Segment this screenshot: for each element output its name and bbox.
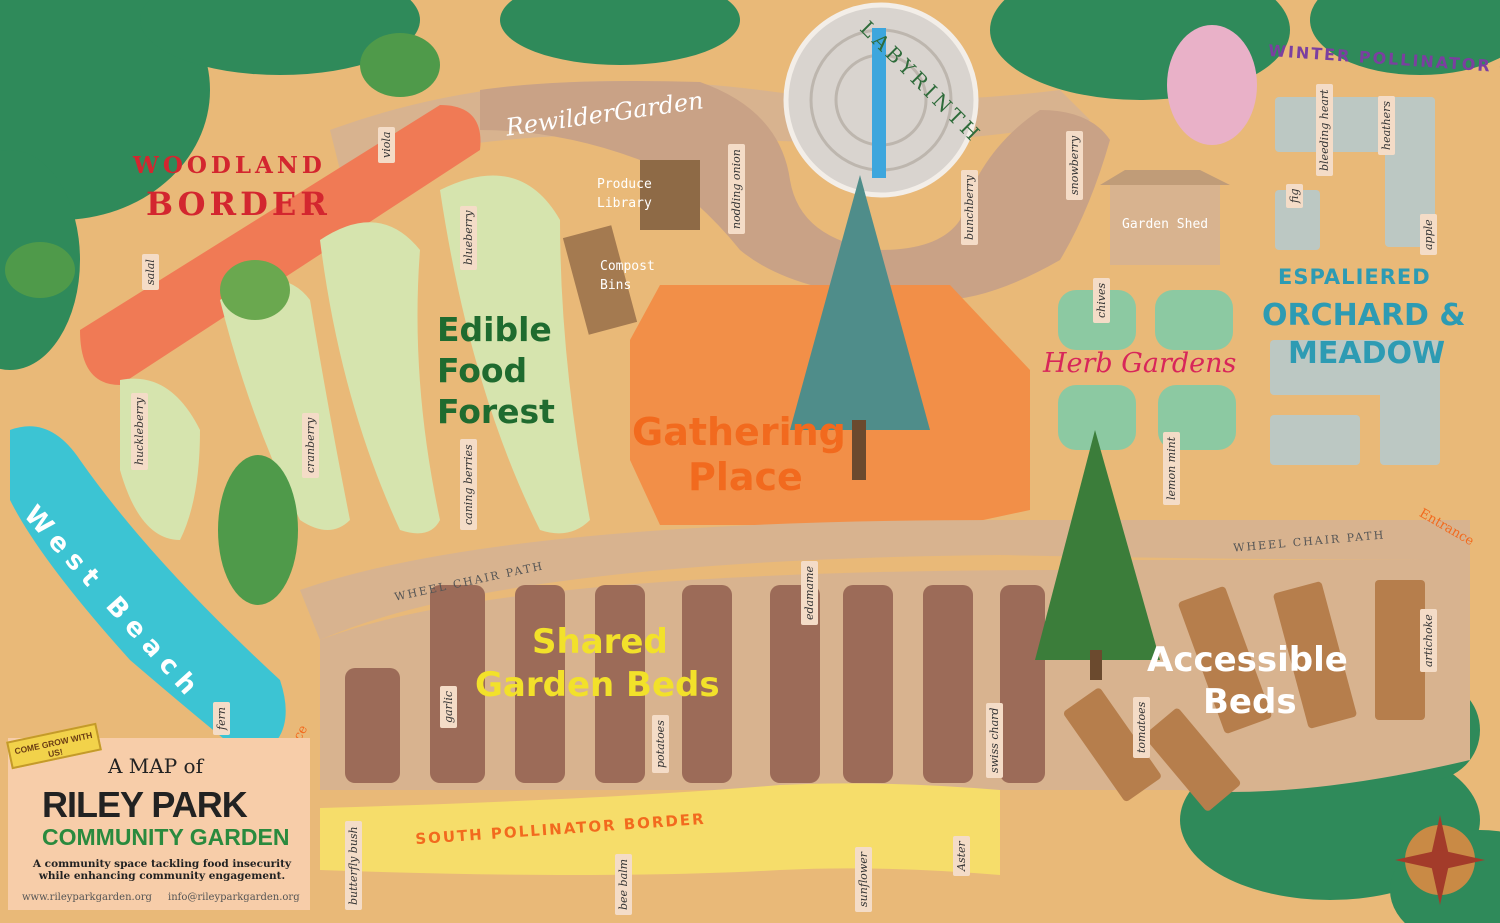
produce-library	[640, 160, 700, 230]
food-forest-label-2: Food	[437, 351, 528, 390]
south-pollinator-bed	[320, 783, 1000, 875]
plant-tag-nodding-onion: nodding onion	[728, 144, 745, 234]
plant-tag-salal: salal	[142, 254, 159, 290]
gathering-place-label: Gathering	[632, 410, 846, 454]
wheelchair-path	[300, 520, 1470, 640]
compost-bins	[562, 225, 638, 335]
plant-tag-heathers: heathers	[1378, 95, 1395, 155]
espaliered-label-3: MEADOW	[1288, 336, 1446, 371]
plant-tag-swiss-chard: swiss chard	[986, 702, 1003, 778]
legend-a-map-of: A MAP of	[108, 754, 203, 778]
plant-tag-bleeding-heart: bleeding heart	[1316, 84, 1333, 176]
legend-email[interactable]: info@rileyparkgarden.org	[168, 892, 300, 903]
woodland-border-label: WOODLAND	[133, 152, 326, 179]
plant-tag-viola: viola	[378, 126, 395, 163]
west-beach	[10, 426, 286, 760]
plant-tag-garlic: garlic	[440, 685, 457, 728]
plant-tag-lemon-mint: lemon mint	[1163, 431, 1180, 505]
plant-tag-bee-balm: bee balm	[615, 853, 632, 915]
plant-tag-sunflower: sunflower	[855, 847, 872, 912]
legend-website[interactable]: www.rileyparkgarden.org	[22, 892, 152, 903]
plant-tag-potatoes: potatoes	[652, 715, 669, 773]
map-legend: A MAP of RILEY PARK COMMUNITY GARDEN A c…	[8, 738, 310, 910]
espaliered-label-2: ORCHARD &	[1262, 298, 1466, 333]
plant-tag-tomatoes: tomatoes	[1133, 696, 1150, 758]
trees	[5, 25, 1257, 680]
plant-tag-fig: fig	[1286, 183, 1303, 208]
shared-beds	[345, 585, 1045, 783]
plant-tag-cranberry: cranberry	[302, 412, 319, 478]
legend-description: A community space tackling food insecuri…	[32, 858, 292, 882]
orchard-beds	[1270, 97, 1440, 465]
woodland-border-bed	[80, 105, 481, 385]
garden-shed-label: Garden Shed	[1122, 217, 1209, 232]
plant-tag-caning-berries: caning berries	[460, 439, 477, 530]
accessible-beds	[1064, 580, 1425, 811]
gathering-place-label-2: Place	[688, 455, 803, 499]
compass-rose	[1395, 815, 1485, 905]
food-forest-label: Edible	[437, 310, 552, 349]
plant-tag-edamame: edamame	[801, 560, 818, 625]
plant-tag-snowberry: snowberry	[1066, 130, 1083, 200]
forest-bed-3	[440, 175, 590, 534]
plant-tag-apple: apple	[1420, 214, 1437, 255]
labyrinth-post	[872, 28, 886, 178]
espaliered-label: ESPALIERED	[1278, 265, 1431, 289]
shared-beds-label: Shared	[532, 622, 668, 662]
produce-library-label: Produce	[597, 177, 652, 192]
rewilder-bed	[480, 81, 1110, 300]
garden-shed	[1100, 170, 1230, 265]
plant-tag-butterfly-bush: butterfly bush	[345, 821, 362, 910]
accessible-beds-label: Accessible	[1147, 640, 1348, 680]
plant-tag-bunchberry: bunchberry	[961, 170, 978, 245]
accessible-beds-label-2: Beds	[1203, 682, 1297, 722]
compost-bins-label: Compost	[600, 259, 655, 274]
plant-tag-fern: fern	[213, 702, 230, 735]
plant-tag-blueberry: blueberry	[460, 205, 477, 270]
food-forest-label-3: Forest	[437, 392, 555, 431]
forest-bed-2	[320, 222, 440, 534]
legend-subtitle: COMMUNITY GARDEN	[42, 824, 290, 850]
shared-beds-label-2: Garden Beds	[475, 665, 720, 705]
produce-library-label-2: Library	[597, 196, 652, 211]
legend-title: RILEY PARK	[42, 784, 248, 825]
plant-tag-chives: chives	[1093, 277, 1110, 323]
plant-tag-artichoke: artichoke	[1420, 609, 1437, 672]
woodland-border-label-2: BORDER	[146, 185, 331, 223]
plant-tag-aster: Aster	[953, 836, 970, 876]
herb-gardens-label: Herb Gardens	[1043, 348, 1237, 379]
compost-bins-label-2: Bins	[600, 278, 632, 293]
plant-tag-huckleberry: huckleberry	[131, 392, 148, 470]
